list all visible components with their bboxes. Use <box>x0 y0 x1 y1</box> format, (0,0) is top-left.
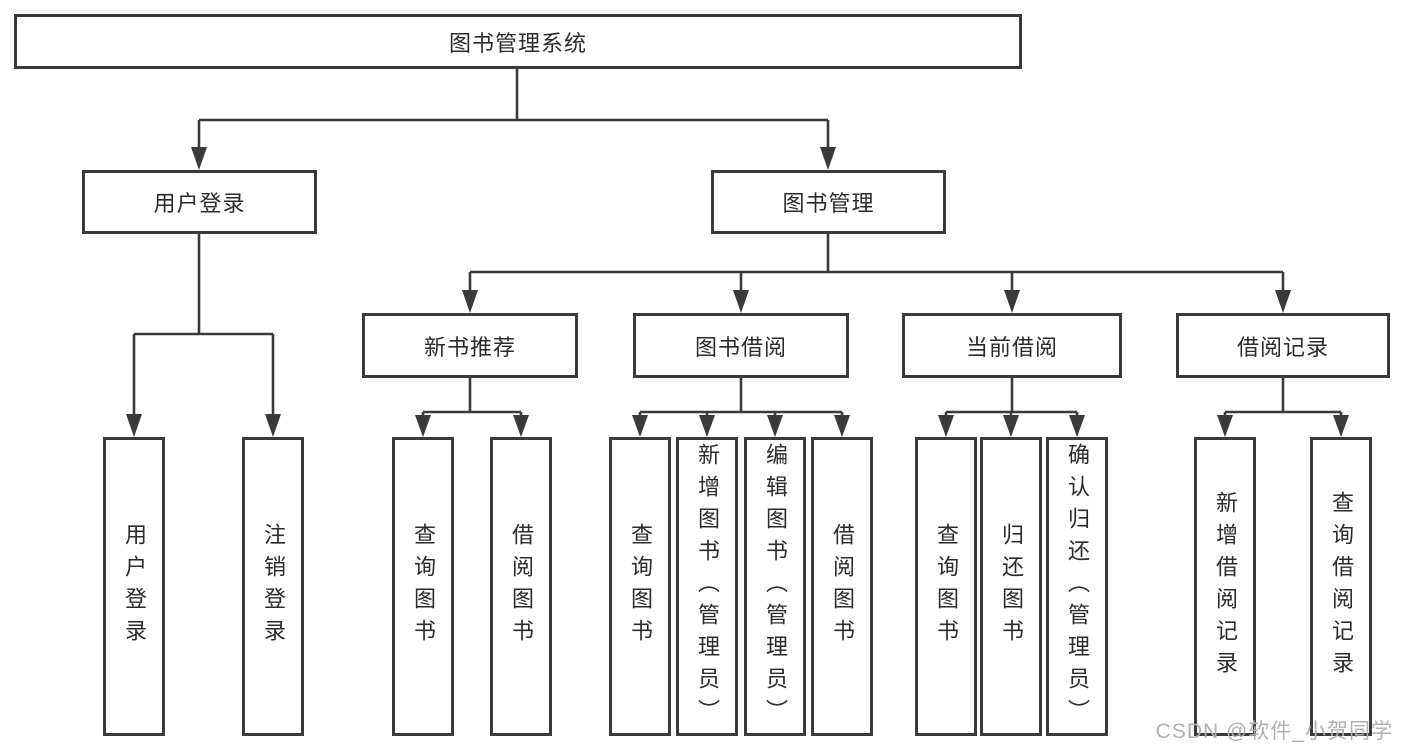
arrow-down <box>820 147 836 170</box>
node-current-borrowing: 当前借阅 <box>902 313 1122 378</box>
node-user-login-label: 用户登录 <box>153 191 246 216</box>
connector-line <box>1223 378 1343 416</box>
csdn-watermark: CSDN @软件_小贺同学 <box>1155 720 1393 743</box>
leaf-borrow-query-label: 查询图书 <box>628 522 653 651</box>
connector-line <box>468 234 1285 291</box>
leaf-current-query-label: 查询图书 <box>934 522 959 651</box>
node-borrowing-records-label: 借阅记录 <box>1236 334 1329 360</box>
node-root: 图书管理系统 <box>14 14 1022 69</box>
arrow-down <box>1003 415 1019 437</box>
arrow-down <box>191 147 207 170</box>
arrow-down <box>1069 415 1085 437</box>
arrow-down <box>733 290 749 313</box>
leaf-return-book: 归还图书 <box>980 437 1042 736</box>
node-new-book-recommend-label: 新书推荐 <box>423 334 516 360</box>
leaf-add-book-admin: 新增图书（管理员） <box>676 437 738 736</box>
arrow-down <box>1333 415 1349 437</box>
node-book-borrowing: 图书借阅 <box>633 313 849 378</box>
leaf-add-book-admin-label: 新增图书（管理员） <box>695 442 720 731</box>
leaf-logout-label: 注销登录 <box>261 522 286 651</box>
arrow-down <box>462 290 478 313</box>
arrow-down <box>632 415 648 437</box>
leaf-newbook-query-label: 查询图书 <box>411 522 436 651</box>
leaf-logout: 注销登录 <box>242 437 304 736</box>
leaf-user-login-label: 用户登录 <box>122 522 147 651</box>
leaf-confirm-return-admin: 确认归还（管理员） <box>1046 437 1108 736</box>
leaf-confirm-return-admin-label: 确认归还（管理员） <box>1065 442 1090 731</box>
leaf-newbook-query: 查询图书 <box>392 437 454 736</box>
leaf-add-borrow-record-label: 新增借阅记录 <box>1213 490 1238 683</box>
arrow-down <box>265 414 281 437</box>
connector-line <box>944 378 1079 416</box>
leaf-borrow-book: 借阅图书 <box>811 437 873 736</box>
leaf-return-book-label: 归还图书 <box>999 522 1024 651</box>
node-book-borrowing-label: 图书借阅 <box>694 334 787 360</box>
leaf-user-login: 用户登录 <box>103 437 165 736</box>
arrow-down <box>1275 290 1291 313</box>
node-new-book-recommend: 新书推荐 <box>362 313 578 378</box>
arrow-down <box>938 415 954 437</box>
arrow-down <box>1004 290 1020 313</box>
node-root-label: 图书管理系统 <box>448 30 587 56</box>
leaf-current-query: 查询图书 <box>915 437 977 736</box>
arrow-down <box>513 415 529 437</box>
leaf-newbook-borrow: 借阅图书 <box>490 437 552 736</box>
arrow-down <box>415 415 431 437</box>
node-borrowing-records: 借阅记录 <box>1176 313 1390 378</box>
node-current-borrowing-label: 当前借阅 <box>965 334 1058 360</box>
leaf-newbook-borrow-label: 借阅图书 <box>509 522 534 651</box>
arrow-down <box>767 415 783 437</box>
node-book-management: 图书管理 <box>711 170 946 234</box>
arrow-down <box>834 415 850 437</box>
leaf-borrow-book-label: 借阅图书 <box>830 522 855 651</box>
connector-line <box>197 69 830 148</box>
arrow-down <box>699 415 715 437</box>
node-book-management-label: 图书管理 <box>782 191 875 216</box>
leaf-edit-book-admin: 编辑图书（管理员） <box>744 437 806 736</box>
leaf-query-borrow-record-label: 查询借阅记录 <box>1329 490 1354 683</box>
connector-line <box>638 378 844 416</box>
leaf-query-borrow-record: 查询借阅记录 <box>1310 437 1372 736</box>
connector-line <box>421 378 523 416</box>
leaf-edit-book-admin-label: 编辑图书（管理员） <box>763 442 788 731</box>
leaf-borrow-query: 查询图书 <box>609 437 671 736</box>
arrow-down <box>126 414 142 437</box>
leaf-add-borrow-record: 新增借阅记录 <box>1194 437 1256 736</box>
connector-line <box>132 234 275 415</box>
arrow-down <box>1217 415 1233 437</box>
node-user-login: 用户登录 <box>82 170 317 234</box>
